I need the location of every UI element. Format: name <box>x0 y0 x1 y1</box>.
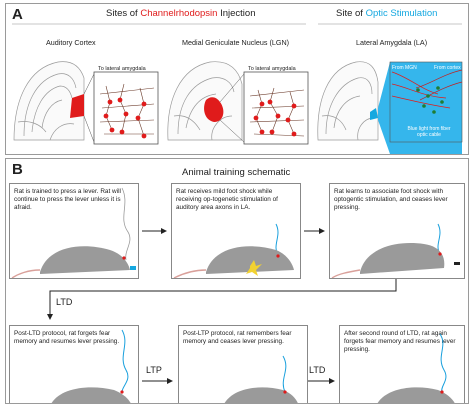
rat-body <box>377 387 455 403</box>
la-light-label: Blue light from fiber optic cable <box>407 126 451 138</box>
rat-drawing-2 <box>173 223 294 278</box>
step-text-5: Post-LTP protocol, rat remembers fear me… <box>183 330 292 345</box>
implant-point <box>122 256 126 260</box>
mgn-injection-site <box>204 97 224 122</box>
step-box-5: Post-LTP protocol, rat remembers fear me… <box>178 325 308 403</box>
la-axons <box>391 69 463 109</box>
auditory-neurons <box>99 83 155 137</box>
training-title: Animal training schematic <box>182 167 291 178</box>
rat-body <box>40 246 130 274</box>
rat-body-rearing <box>360 243 445 274</box>
auditory-inset-label: To lateral amygdala <box>98 66 146 72</box>
step-text-2: Rat receives mild foot shock while recei… <box>176 188 278 211</box>
shock-icon <box>246 260 262 276</box>
arrow-label-ltd-1: LTD <box>56 297 73 307</box>
arrow-3-to-4 <box>47 279 397 320</box>
region-label-auditory: Auditory Cortex <box>46 38 96 47</box>
la-neurons <box>416 86 444 114</box>
rat-drawing-4 <box>51 329 131 403</box>
brain-section-mgn <box>167 61 243 141</box>
step-text-3: Rat learns to associate foot shock with … <box>334 188 448 211</box>
rat-drawing-5 <box>224 355 298 403</box>
stimulation-title-highlight: Optic Stimulation <box>365 8 438 19</box>
injection-title-prefix: Sites of <box>106 8 141 19</box>
rat-drawing-6 <box>377 333 455 403</box>
la-inset-frame <box>389 61 463 143</box>
stimulation-title-prefix: Site of <box>336 8 366 19</box>
panel-a: A Sites of Channelrhodopsin Injection Si… <box>5 3 469 155</box>
arrow-label-ltd-2: LTD <box>309 365 326 375</box>
fiber-cable <box>439 333 447 393</box>
fiber-cable <box>282 355 287 393</box>
rat-body <box>51 387 131 403</box>
implant-point <box>276 254 280 258</box>
arrow-label-ltp: LTP <box>146 365 162 375</box>
lever <box>130 266 136 270</box>
blue-light-cone <box>378 62 462 154</box>
mgn-inset-label: To lateral amygdala <box>248 66 296 72</box>
fiber-cable <box>121 329 129 393</box>
la-stimulation-site <box>370 108 378 120</box>
step-box-4: Post-LTD protocol, rat forgets fear memo… <box>9 325 139 403</box>
step-box-2: Rat receives mild foot shock while recei… <box>171 183 301 279</box>
rat-body <box>206 246 294 274</box>
rat-tail <box>331 269 361 278</box>
la-from-cortex: From cortex <box>434 65 461 71</box>
auditory-injection-site <box>70 94 84 118</box>
tether-cable <box>121 187 131 261</box>
panel-a-drawing <box>12 23 463 154</box>
implant-point <box>438 252 442 256</box>
fiber-cable <box>437 223 441 255</box>
implant-point <box>120 390 124 394</box>
step-box-1: Rat is trained to press a lever. Rat wil… <box>9 183 139 279</box>
region-label-la: Lateral Amygdala (LA) <box>356 38 428 47</box>
lever <box>454 262 460 265</box>
rat-drawing-1 <box>11 187 136 278</box>
rat-body <box>224 387 298 403</box>
injection-title-suffix: Injection <box>217 8 256 19</box>
brain-section-auditory <box>13 61 85 141</box>
panel-b-letter: B <box>12 161 23 178</box>
stimulation-title: Site of Optic Stimulation <box>336 8 437 19</box>
step-box-6: After second round of LTD, rat again for… <box>339 325 465 403</box>
step-text-6: After second round of LTD, rat again for… <box>344 330 456 353</box>
implant-point <box>440 390 444 394</box>
mgn-neuron-bodies <box>253 99 297 137</box>
mgn-neurons <box>249 87 305 137</box>
rat-tail <box>11 269 41 278</box>
brain-section-la <box>317 61 379 141</box>
region-label-mgn: Medial Geniculate Nucleus (LGN) <box>182 38 290 47</box>
injection-title: Sites of Channelrhodopsin Injection <box>106 8 255 19</box>
step-text-1: Rat is trained to press a lever. Rat wil… <box>14 188 121 211</box>
injection-title-highlight: Channelrhodopsin <box>140 8 218 19</box>
panel-b: B Animal training schematic Rat is train… <box>5 158 469 404</box>
auditory-neuron-bodies <box>103 97 147 139</box>
la-from-mgn: From MGN <box>392 65 417 71</box>
rat-tail <box>173 269 207 278</box>
implant-point <box>283 390 287 394</box>
panel-a-letter: A <box>12 6 23 23</box>
rat-drawing-3 <box>331 223 460 278</box>
step-text-4: Post-LTD protocol, rat forgets fear memo… <box>14 330 120 345</box>
step-box-3: Rat learns to associate foot shock with … <box>329 183 465 279</box>
